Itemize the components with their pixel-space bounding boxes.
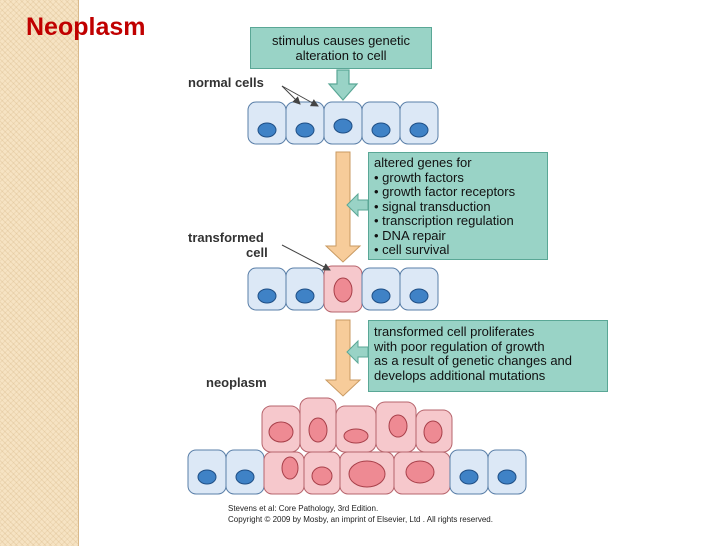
stimulus-box: stimulus causes genetic alteration to ce…: [250, 27, 432, 69]
transformed-nucleus: [405, 460, 435, 484]
nucleus: [295, 288, 315, 304]
transformed-nucleus: [423, 420, 443, 444]
slide-title: Neoplasm: [26, 13, 146, 41]
altered-genes-list: growth factors growth factor receptors s…: [374, 170, 542, 258]
nucleus: [371, 122, 391, 138]
list-item: growth factors: [374, 170, 542, 186]
transformed-nucleus: [343, 428, 369, 444]
transformed-cell-label-line-1: transformed: [188, 230, 264, 245]
source-caption-line-1: Stevens et al: Core Pathology, 3rd Editi…: [228, 504, 379, 513]
transformed-nucleus: [308, 417, 328, 443]
stimulus-line-2: alteration to cell: [295, 47, 387, 63]
nucleus: [197, 469, 217, 485]
proliferation-line-3: as a result of genetic changes and: [374, 353, 573, 368]
pointer-line: [281, 244, 331, 271]
transformed-nucleus: [268, 421, 294, 443]
neoplasm-label: neoplasm: [206, 375, 267, 390]
nucleus: [295, 122, 315, 138]
list-item: signal transduction: [374, 199, 542, 215]
nucleus: [409, 288, 429, 304]
altered-genes-heading: altered genes for: [374, 155, 472, 170]
proliferation-line-2: with poor regulation of growth: [374, 338, 545, 354]
normal-cells-label: normal cells: [188, 75, 264, 90]
altered-genes-box: altered genes for growth factors growth …: [368, 152, 548, 260]
list-item: cell survival: [374, 242, 542, 258]
transformed-nucleus: [281, 456, 299, 480]
nucleus: [235, 469, 255, 485]
transformed-nucleus: [388, 414, 408, 438]
nucleus: [459, 469, 479, 485]
progression-arrow: [324, 151, 362, 263]
source-caption-line-2: Copyright © 2009 by Mosby, an imprint of…: [228, 515, 493, 524]
neoplasm-mass: [187, 397, 527, 495]
transformed-nucleus: [348, 460, 386, 488]
transformed-nucleus: [333, 277, 353, 303]
nucleus: [257, 288, 277, 304]
stimulus-line-1: stimulus causes genetic: [271, 33, 410, 48]
proliferation-box: transformed cell proliferates with poor …: [368, 320, 608, 392]
transformed-cell-label-line-2: cell: [246, 245, 268, 260]
nucleus: [333, 118, 353, 134]
pointer-line: [281, 85, 319, 107]
pointer-line: [281, 85, 301, 105]
transformed-nucleus: [311, 466, 333, 486]
nucleus: [409, 122, 429, 138]
nucleus: [497, 469, 517, 485]
decorative-side-strip: [0, 0, 78, 546]
progression-arrow: [324, 319, 362, 397]
side-strip-border: [78, 0, 79, 546]
nucleus: [371, 288, 391, 304]
normal-cells-row: [247, 101, 439, 145]
transformed-cells-row: [247, 265, 439, 313]
nucleus: [257, 122, 277, 138]
list-item: DNA repair: [374, 228, 542, 244]
list-item: transcription regulation: [374, 213, 542, 229]
proliferation-pointer-arrow: [346, 339, 369, 365]
proliferation-line-1: transformed cell proliferates: [374, 324, 535, 339]
genes-pointer-arrow: [346, 192, 369, 218]
stimulus-arrow: [327, 69, 359, 101]
list-item: growth factor receptors: [374, 184, 542, 200]
proliferation-line-4: develops additional mutations: [374, 367, 546, 383]
